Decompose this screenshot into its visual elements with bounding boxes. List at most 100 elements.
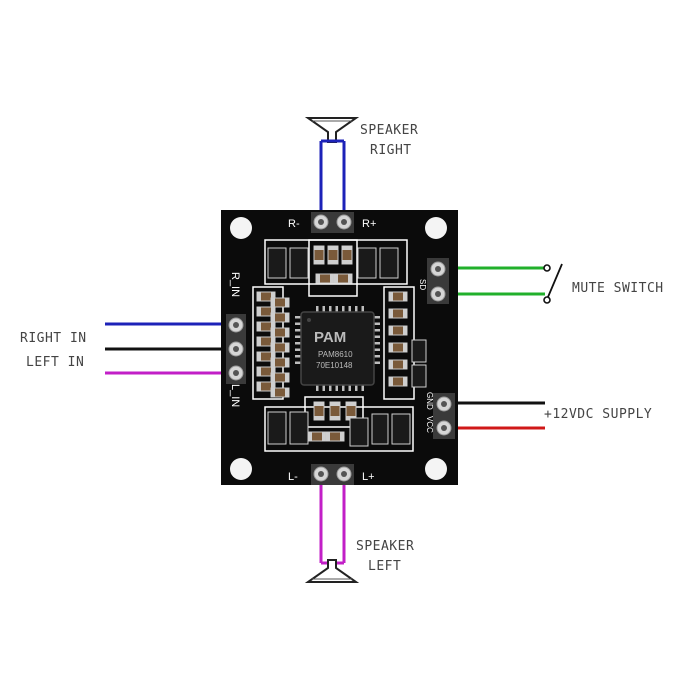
pad-r-plus-label: R+ [362, 218, 376, 230]
chip-code: 70E10148 [316, 361, 353, 370]
chip-pin [374, 342, 380, 345]
capacitor-end [389, 292, 393, 301]
silk-l-in: L_IN [229, 384, 241, 407]
capacitor-end [257, 337, 261, 346]
capacitor-end [346, 402, 356, 406]
capacitor-end [285, 343, 289, 352]
capacitor-end [389, 309, 393, 318]
capacitor-end [314, 402, 324, 406]
mounting-hole-top-left [230, 217, 252, 239]
capacitor-end [330, 402, 340, 406]
inductor [289, 247, 309, 279]
supply-label: +12VDC SUPPLY [544, 407, 652, 422]
capacitor-end [389, 377, 393, 386]
inductor [411, 364, 427, 388]
capacitor-end [257, 352, 261, 361]
capacitor-end [271, 328, 275, 337]
inductor [379, 247, 399, 279]
capacitor-end [271, 343, 275, 352]
chip-pin [335, 306, 338, 312]
speaker-right-icon [304, 117, 360, 143]
speaker-left-wires [319, 478, 346, 565]
capacitor-end [271, 337, 275, 346]
capacitor-end [257, 307, 261, 316]
chip-pin [348, 306, 351, 312]
input-wires [105, 322, 234, 375]
speaker-left-label-line2: LEFT [368, 559, 401, 574]
chip-pin [361, 385, 364, 391]
inductor [357, 247, 377, 279]
capacitor-end [271, 292, 275, 301]
capacitor-end [285, 313, 289, 322]
mounting-hole-top-right [425, 217, 447, 239]
capacitor-end [257, 292, 261, 301]
capacitor-end [326, 432, 330, 441]
chip-pin [348, 385, 351, 391]
capacitor-end [330, 416, 340, 420]
speaker-right-label-line1: SPEAKER [360, 123, 418, 138]
capacitor-end [389, 343, 393, 352]
capacitor-end [403, 309, 407, 318]
speaker-right-label-line2: RIGHT [370, 143, 412, 158]
speaker-left-icon [304, 559, 360, 583]
silk-gnd: GND [425, 392, 434, 410]
chip-pin [374, 335, 380, 338]
capacitor-end [314, 260, 324, 264]
capacitor-end [314, 246, 324, 250]
pad-l-plus-label: L+ [362, 471, 375, 483]
capacitor-end [342, 246, 352, 250]
capacitor-end [314, 416, 324, 420]
capacitor-end [257, 367, 261, 376]
inductor [371, 413, 389, 445]
right-in-label: RIGHT IN [20, 331, 87, 346]
chip-pin [355, 306, 358, 312]
capacitor-end [389, 360, 393, 369]
left-in-label: LEFT IN [26, 355, 84, 370]
chip-pin [374, 329, 380, 332]
capacitor-end [285, 388, 289, 397]
capacitor-end [257, 382, 261, 391]
capacitor-end [271, 358, 275, 367]
chip-pin [329, 306, 332, 312]
pad-r-minus-label: R- [288, 218, 300, 230]
capacitor-end [403, 326, 407, 335]
chip-pin [374, 322, 380, 325]
chip-pin [361, 306, 364, 312]
capacitor-end [348, 274, 352, 283]
chip-pin [295, 329, 301, 332]
chip-pin [374, 348, 380, 351]
chip-pin [335, 385, 338, 391]
chip-pin [295, 322, 301, 325]
silk-vcc: VCC [425, 416, 434, 433]
capacitor-end [271, 307, 275, 316]
capacitor-end [403, 360, 407, 369]
capacitor-end [328, 260, 338, 264]
capacitor-end [271, 373, 275, 382]
smd-components [256, 245, 427, 447]
inductor [267, 411, 287, 445]
capacitor-end [271, 382, 275, 391]
capacitor-end [330, 274, 334, 283]
chip-pin [295, 361, 301, 364]
speaker-right-wires [319, 139, 346, 222]
inductor [289, 411, 309, 445]
capacitor-end [389, 326, 393, 335]
capacitor-end [271, 352, 275, 361]
chip-logo: PAM [314, 329, 346, 346]
chip-pin [295, 342, 301, 345]
chip-pin [295, 335, 301, 338]
chip-pin [329, 385, 332, 391]
capacitor-end [285, 373, 289, 382]
capacitor-end [322, 432, 326, 441]
mounting-hole-bottom-left [230, 458, 252, 480]
capacitor-end [334, 274, 338, 283]
pam8610-chip: PAM PAM8610 70E10148 [295, 306, 380, 391]
chip-pin [316, 385, 319, 391]
capacitor-end [271, 313, 275, 322]
inductor [411, 339, 427, 363]
inductor [349, 417, 369, 447]
chip-pin [322, 385, 325, 391]
inductor [267, 247, 287, 279]
chip-pin [295, 355, 301, 358]
